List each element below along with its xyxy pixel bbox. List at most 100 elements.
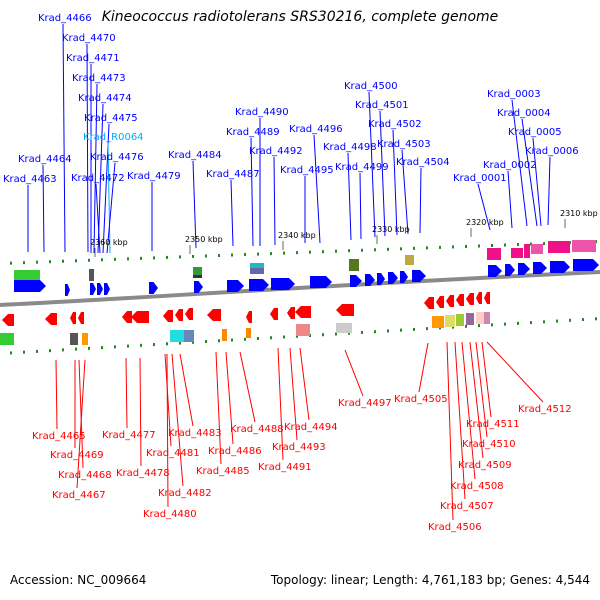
leader-line: [454, 341, 466, 500]
tick-mark: [283, 335, 285, 339]
tick-mark: [296, 251, 298, 255]
leader-line: [78, 359, 84, 469]
reverse-gene-label: Krad_4483: [168, 428, 222, 439]
leader-line: [55, 359, 58, 430]
reverse-gene-label: Krad_4468: [58, 470, 112, 481]
tick-mark: [257, 337, 259, 341]
reverse-gene-arrow: [484, 292, 490, 304]
tick-mark: [452, 245, 454, 249]
leader-line: [166, 353, 169, 508]
forward-gene-label: Krad_4475: [84, 113, 138, 124]
forward-gene-label: Krad_4500: [344, 81, 398, 92]
tick-mark: [218, 339, 220, 343]
gene-category-box: [484, 312, 490, 324]
forward-gene-label: Krad_R0064: [83, 132, 144, 143]
reverse-gene-arrow: [270, 308, 278, 320]
tick-mark: [322, 333, 324, 337]
forward-gene-label: Krad_4463: [3, 174, 57, 185]
forward-gene-label: Krad_4479: [127, 171, 181, 182]
reverse-gene-arrow: [185, 308, 193, 320]
forward-gene-arrow: [227, 280, 244, 292]
tick-mark: [88, 346, 90, 350]
forward-gene-label: Krad_4495: [280, 165, 334, 176]
forward-gene-arrow: [505, 264, 515, 276]
leader-line: [76, 359, 86, 489]
gene-category-box: [445, 315, 455, 327]
forward-gene-label: Krad_4496: [289, 124, 343, 135]
leader-line: [461, 341, 476, 480]
reverse-gene-arrow: [70, 312, 76, 324]
tick-mark: [517, 321, 519, 325]
reverse-gene-label: Krad_4510: [462, 439, 516, 450]
reverse-gene-arrow: [131, 311, 149, 323]
forward-gene-label: Krad_4501: [355, 100, 409, 111]
forward-gene-arrow: [365, 274, 375, 286]
forward-gene-arrow: [65, 284, 70, 296]
leader-line: [379, 110, 386, 237]
tick-mark: [179, 341, 181, 345]
tick-mark: [49, 260, 51, 264]
gene-category-box: [89, 269, 94, 281]
forward-gene-label: Krad_4473: [72, 73, 126, 84]
tick-mark: [478, 324, 480, 328]
forward-gene-labels: Krad_4466Krad_4470Krad_4471Krad_4473Krad…: [3, 13, 579, 185]
gene-category-box: [531, 244, 543, 254]
tick-mark: [582, 318, 584, 322]
leader-line: [469, 341, 484, 459]
tick-mark: [62, 348, 64, 352]
forward-gene-label: Krad_4504: [396, 157, 450, 168]
reverse-gene-label: Krad_4481: [146, 448, 200, 459]
genome-backbone: [0, 270, 600, 307]
reverse-gene-label: Krad_4488: [230, 424, 284, 435]
gene-category-box: [70, 333, 78, 345]
leader-line: [313, 134, 321, 244]
tick-mark: [218, 254, 220, 258]
gene-category-box: [456, 314, 464, 326]
scale-label: 2320 kbp: [466, 218, 504, 227]
gene-category-box: [466, 313, 474, 325]
reverse-gene-label: Krad_4480: [143, 509, 197, 520]
forward-gene-label: Krad_4502: [368, 119, 422, 130]
leader-line: [359, 172, 362, 240]
scale-label: 2330 kbp: [372, 225, 410, 234]
reverse-gene-label: Krad_4482: [158, 488, 212, 499]
reverse-gene-label: Krad_4465: [32, 431, 86, 442]
tick-mark: [192, 254, 194, 258]
reverse-gene-label: Krad_4477: [102, 430, 156, 441]
tick-mark: [504, 243, 506, 247]
leader-line: [289, 347, 298, 441]
leader-line: [477, 183, 491, 231]
gene-category-box: [0, 333, 14, 345]
leader-line: [475, 341, 488, 438]
reverse-gene-label: Krad_4507: [440, 501, 494, 512]
reverse-gene-arrow: [456, 294, 464, 306]
gene-category-box: [349, 259, 359, 271]
forward-gene-label: Krad_4474: [78, 93, 132, 104]
tick-mark: [101, 258, 103, 262]
reverse-gene-label: Krad_4511: [466, 419, 520, 430]
tick-mark: [153, 256, 155, 260]
tick-mark: [348, 331, 350, 335]
leader-line: [250, 137, 254, 247]
tick-mark: [192, 340, 194, 344]
gene-category-box: [296, 324, 310, 336]
gene-category-box: [572, 240, 596, 252]
tick-mark: [335, 249, 337, 253]
gene-features: [0, 240, 599, 345]
tick-mark: [88, 258, 90, 262]
reverse-gene-arrow: [476, 292, 482, 304]
tick-mark: [75, 259, 77, 263]
reverse-gene-arrow: [424, 297, 434, 309]
tick-mark: [595, 317, 597, 321]
scale-label: 2360 kbp: [90, 238, 128, 247]
tick-mark: [75, 347, 77, 351]
leader-line: [511, 99, 528, 227]
tick-mark: [413, 327, 415, 331]
leader-line: [179, 353, 194, 427]
forward-gene-arrow: [488, 265, 502, 277]
tick-mark: [231, 338, 233, 342]
forward-gene-label: Krad_4472: [71, 173, 125, 184]
tick-mark: [270, 252, 272, 256]
leader-line: [273, 156, 276, 246]
reverse-gene-label: Krad_4497: [338, 398, 392, 409]
